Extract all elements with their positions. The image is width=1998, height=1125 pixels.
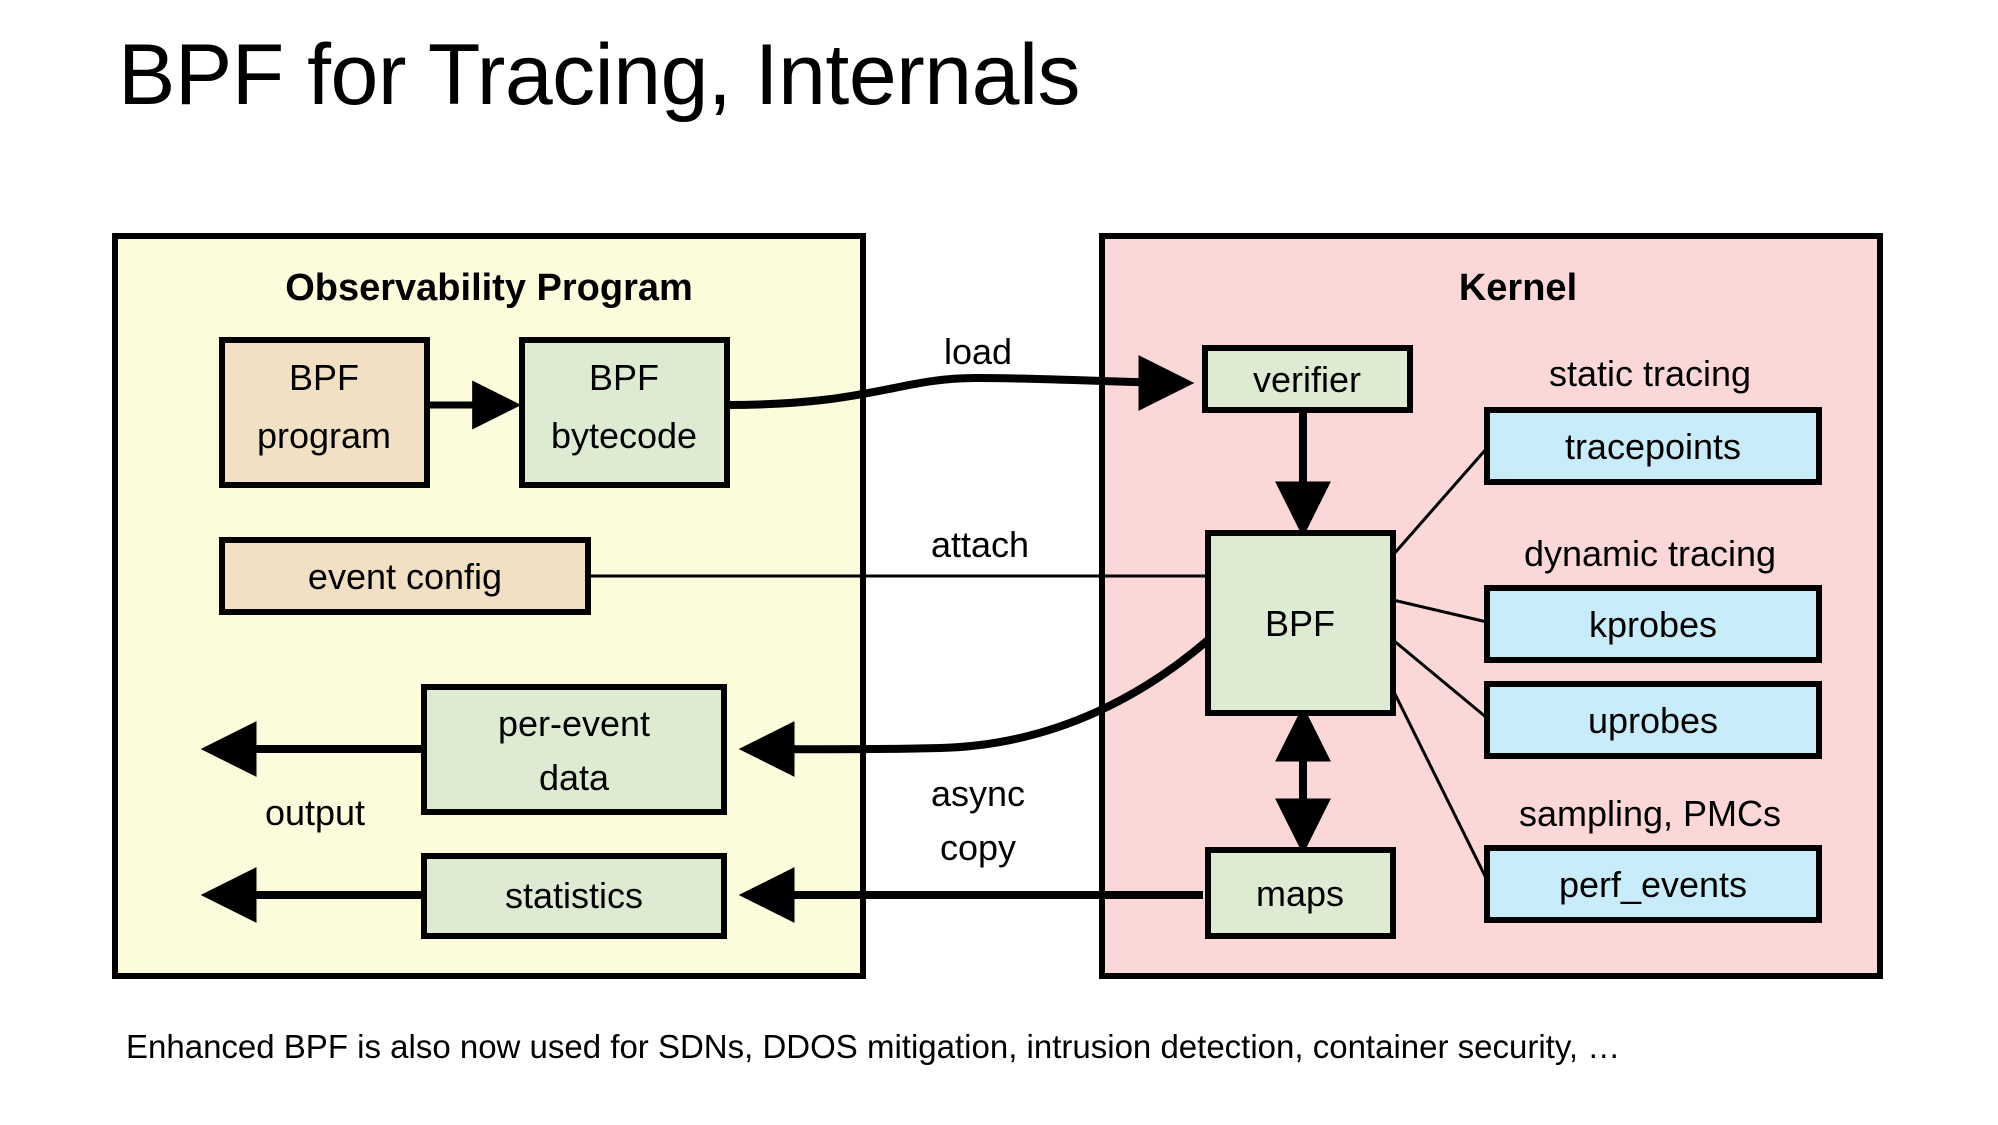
node-kprobes-box[interactable] [1484, 585, 1822, 663]
group-label-sampling-pmcs: sampling, PMCs [1519, 793, 1781, 834]
node-maps[interactable]: maps [1205, 847, 1396, 939]
group-label-static-tracing: static tracing [1549, 353, 1751, 394]
node-verifier-label: verifier [1253, 359, 1361, 400]
node-kprobes-label: kprobes [1589, 604, 1717, 645]
node-per-event-data-label-line2: data [539, 757, 610, 798]
footnote-text: Enhanced BPF is also now used for SDNs, … [126, 1028, 1621, 1065]
node-statistics[interactable]: statistics [421, 853, 727, 939]
edge-bpf-kprobes [1392, 598, 1488, 624]
node-bpf-program[interactable]: BPF program [219, 337, 430, 488]
group-label-dynamic-tracing: dynamic tracing [1524, 533, 1776, 574]
page-title: BPF for Tracing, Internals [118, 27, 1081, 123]
edge-label-load: load [944, 331, 1012, 372]
node-maps-box[interactable] [1205, 847, 1396, 939]
node-kprobes[interactable]: kprobes [1484, 585, 1822, 663]
node-bpf-box[interactable] [1205, 530, 1396, 716]
edge-label-async-line1: async [931, 773, 1025, 814]
node-uprobes-label: uprobes [1588, 700, 1718, 741]
node-bpf-program-label-line2: program [257, 415, 391, 456]
node-bpf-program-label-line1: BPF [289, 357, 359, 398]
edge-load [726, 354, 1195, 411]
node-tracepoints-label: tracepoints [1565, 426, 1741, 467]
panel-observability-title: Observability Program [285, 267, 693, 309]
node-bpf-label: BPF [1265, 603, 1335, 644]
node-event-config[interactable]: event config [219, 537, 591, 615]
node-statistics-label: statistics [505, 875, 643, 916]
node-perf-events[interactable]: perf_events [1484, 845, 1822, 923]
node-statistics-box[interactable] [421, 853, 727, 939]
edge-bpf-tracepoints [1391, 447, 1489, 556]
node-bpf[interactable]: BPF [1205, 530, 1396, 716]
node-bpf-bytecode-label-line1: BPF [589, 357, 659, 398]
edge-label-async-line2: copy [940, 827, 1016, 868]
edge-bpf-uprobes [1392, 638, 1488, 720]
node-bpf-bytecode-label-line2: bytecode [551, 415, 697, 456]
node-tracepoints-box[interactable] [1484, 407, 1822, 485]
node-maps-label: maps [1256, 873, 1344, 914]
edge-label-attach: attach [931, 524, 1029, 565]
node-event-config-box[interactable] [219, 537, 591, 615]
edge-async-copy [738, 636, 1211, 778]
node-per-event-data-box[interactable] [421, 684, 727, 815]
node-bpf-program-box[interactable] [219, 337, 430, 488]
node-event-config-label: event config [308, 556, 502, 597]
node-verifier[interactable]: verifier [1202, 345, 1413, 413]
edge-bpf-perf-events [1391, 689, 1489, 881]
node-per-event-data[interactable]: per-event data [421, 684, 727, 815]
node-uprobes[interactable]: uprobes [1484, 681, 1822, 759]
node-uprobes-box[interactable] [1484, 681, 1822, 759]
panel-kernel-title: Kernel [1459, 267, 1577, 309]
node-tracepoints[interactable]: tracepoints [1484, 407, 1822, 485]
node-per-event-data-label-line1: per-event [498, 703, 650, 744]
node-bpf-bytecode[interactable]: BPF bytecode [519, 337, 730, 488]
node-perf-events-box[interactable] [1484, 845, 1822, 923]
edge-label-output: output [265, 792, 365, 833]
node-verifier-box[interactable] [1202, 345, 1413, 413]
node-bpf-bytecode-box[interactable] [519, 337, 730, 488]
node-perf-events-label: perf_events [1559, 864, 1747, 905]
